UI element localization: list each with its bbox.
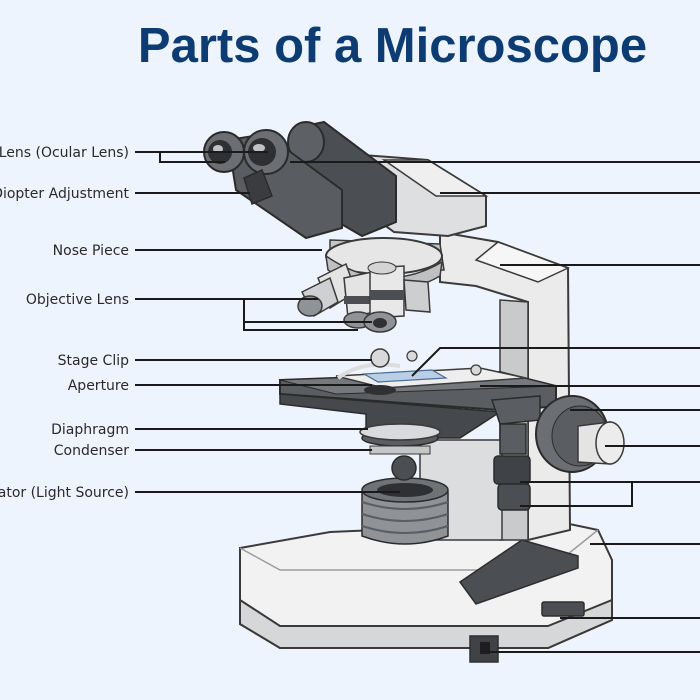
right-callout-lines bbox=[290, 161, 700, 653]
eyepieces bbox=[203, 120, 397, 240]
objective-leader bbox=[135, 298, 372, 331]
left-callout-lines bbox=[135, 151, 400, 493]
label-aperture: Aperture bbox=[68, 378, 129, 394]
label-nose-piece: Nose Piece bbox=[53, 243, 129, 259]
base bbox=[239, 520, 613, 663]
stage bbox=[279, 348, 557, 439]
label-stage-clip: Stage Clip bbox=[58, 353, 129, 369]
illuminator bbox=[361, 455, 449, 545]
focus-knobs bbox=[490, 395, 625, 511]
label-objective: Objective Lens bbox=[26, 292, 129, 308]
page-title: Parts of a Microscope bbox=[137, 19, 648, 73]
label-diopter: Diopter Adjustment bbox=[0, 186, 130, 202]
label-eyepiece: Eyepiece Lens (Ocular Lens) bbox=[0, 145, 129, 161]
condenser-assembly bbox=[359, 423, 441, 455]
label-illuminator: Illuminator (Light Source) bbox=[0, 485, 129, 501]
label-diaphragm: Diaphragm bbox=[51, 422, 129, 438]
left-labels: Eyepiece Lens (Ocular Lens) Diopter Adju… bbox=[0, 145, 130, 501]
objective-lenses bbox=[297, 261, 431, 333]
microscope-illustration bbox=[203, 120, 625, 663]
eyepiece-leader bbox=[135, 151, 268, 163]
label-condenser: Condenser bbox=[54, 443, 129, 459]
